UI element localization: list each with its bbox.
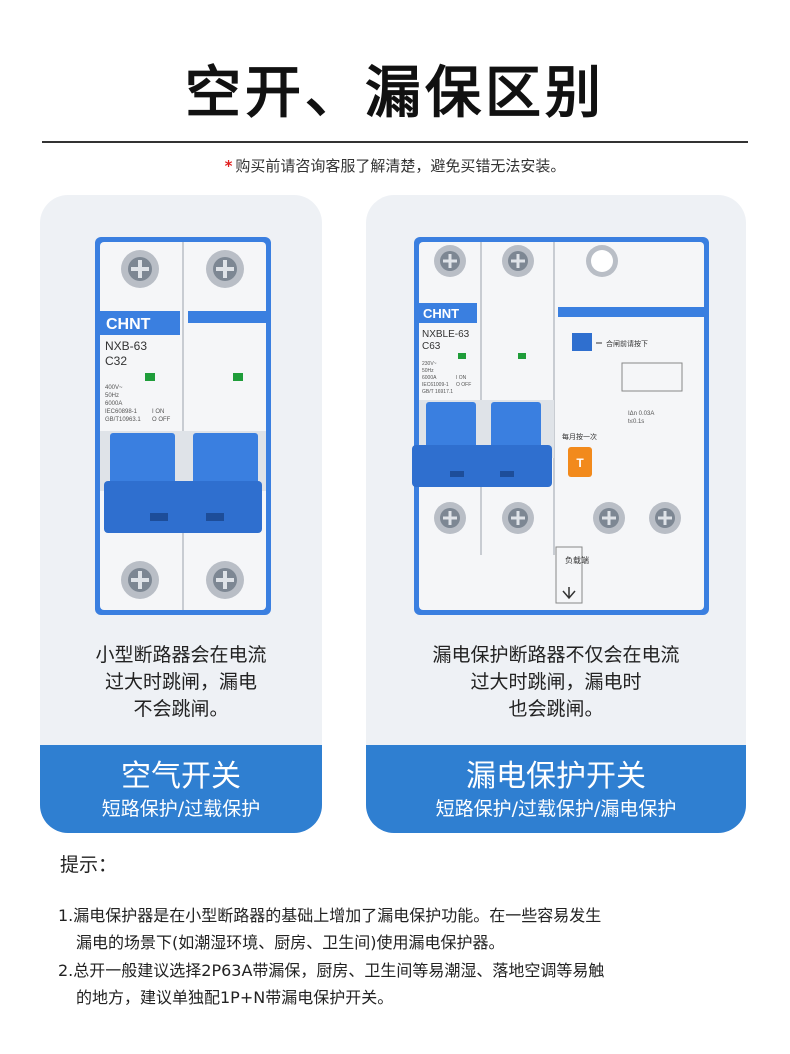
status-indicator [518, 353, 526, 359]
tip-item: 1.漏电保护器是在小型断路器的基础上增加了漏电保护功能。在一些容易发生 漏电的场… [58, 902, 748, 956]
tip-text: 1.漏电保护器是在小型断路器的基础上增加了漏电保护功能。在一些容易发生 [58, 906, 602, 925]
tip-text-cont: 的地方，建议单独配1P+N带漏电保护开关。 [76, 988, 394, 1007]
mcb-type-name: 空气开关 [121, 759, 241, 794]
card-mcb: CHNT NXB-63 C32 400V~ 50Hz 6000A IEC6089… [40, 195, 322, 833]
test-button-label: T [576, 456, 584, 470]
svg-text:O OFF: O OFF [456, 382, 471, 388]
screw-icon [121, 250, 159, 288]
screw-icon [434, 245, 466, 277]
svg-text:t≤0.1s: t≤0.1s [628, 419, 644, 425]
toggle-lever[interactable] [426, 402, 476, 452]
mcb-description: 小型断路器会在电流 过大时跳闸，漏电 不会跳闸。 [95, 644, 267, 720]
toggle-lever[interactable] [110, 433, 175, 493]
svg-text:6000A: 6000A [422, 375, 437, 381]
rcbo-description: 漏电保护断路器不仅会在电流 过大时跳闸，漏电时 也会跳闸。 [432, 644, 680, 720]
screw-icon [206, 561, 244, 599]
reset-note: 合闸前请按下 [606, 339, 648, 348]
mcb-illustration: CHNT NXB-63 C32 400V~ 50Hz 6000A IEC6089… [95, 237, 271, 615]
svg-text:GB/T 16917.1: GB/T 16917.1 [422, 389, 453, 395]
screw-icon [502, 502, 534, 534]
svg-text:50Hz: 50Hz [422, 368, 434, 374]
status-indicator [458, 353, 466, 359]
rcbo-illustration: CHNT NXBLE-63 C63 230V~ 50Hz 6000A IEC61… [412, 237, 709, 615]
svg-text:I ON: I ON [152, 409, 164, 415]
svg-text:IΔn 0.03A: IΔn 0.03A [628, 411, 654, 417]
screw-icon [434, 502, 466, 534]
screw-icon [206, 250, 244, 288]
screw-icon [593, 502, 625, 534]
rcbo-type-name: 漏电保护开关 [466, 759, 646, 794]
reset-button[interactable] [572, 333, 592, 351]
status-indicator [233, 373, 243, 381]
monthly-test-note: 每月按一次 [562, 432, 597, 441]
arrow-down-icon [562, 587, 576, 600]
rcbo-protection: 短路保护/过载保护/漏电保护 [435, 798, 677, 820]
svg-text:IEC61009-1: IEC61009-1 [422, 382, 449, 388]
mcb-product-image: CHNT NXB-63 C32 400V~ 50Hz 6000A IEC6089… [40, 195, 322, 625]
rcbo-product-image: CHNT NXBLE-63 C63 230V~ 50Hz 6000A IEC61… [366, 195, 746, 625]
status-indicator [145, 373, 155, 381]
tip-text: 2.总开一般建议选择2P63A带漏保，厨房、卫生间等易潮湿、落地空调等易触 [58, 961, 605, 980]
warning-star-icon: * [224, 157, 233, 175]
rating-label: C32 [105, 354, 127, 368]
svg-text:I ON: I ON [456, 375, 467, 381]
mcb-protection: 短路保护/过载保护 [101, 798, 261, 820]
svg-text:IEC60898-1: IEC60898-1 [105, 409, 138, 415]
svg-text:230V~: 230V~ [422, 361, 437, 367]
toggle-lever[interactable] [491, 402, 541, 452]
page-title: 空开、漏保区别 [185, 61, 605, 126]
rating-label: C63 [422, 341, 441, 352]
title-divider [42, 141, 748, 143]
tip-item: 2.总开一般建议选择2P63A带漏保，厨房、卫生间等易潮湿、落地空调等易触 的地… [58, 957, 748, 1011]
screw-icon [121, 561, 159, 599]
toggle-lever[interactable] [193, 433, 258, 493]
load-label: 负载端 [565, 555, 589, 565]
circuit-diagram [621, 362, 683, 392]
svg-text:6000A: 6000A [105, 401, 122, 407]
model-label: NXB-63 [105, 339, 147, 353]
notice-text: 购买前请咨询客服了解清楚，避免买错无法安装。 [235, 157, 566, 175]
brand-logo: CHNT [423, 306, 459, 321]
mcb-label-band: 空气开关 短路保护/过载保护 [40, 745, 322, 833]
tips-heading: 提示： [60, 854, 118, 876]
card-rcbo: CHNT NXBLE-63 C63 230V~ 50Hz 6000A IEC61… [366, 195, 746, 833]
test-button[interactable] [568, 447, 592, 477]
svg-text:400V~: 400V~ [105, 385, 123, 391]
tip-text-cont: 漏电的场景下(如潮湿环境、厨房、卫生间)使用漏电保护器。 [76, 933, 505, 952]
purchase-notice: *购买前请咨询客服了解清楚，避免买错无法安装。 [0, 155, 790, 176]
screw-icon [649, 502, 681, 534]
model-label: NXBLE-63 [422, 329, 470, 340]
screw-icon [502, 245, 534, 277]
svg-text:50Hz: 50Hz [105, 393, 119, 399]
brand-logo: CHNT [106, 316, 151, 333]
toggle-handle[interactable] [104, 481, 262, 533]
svg-text:GB/T10963.1: GB/T10963.1 [105, 417, 141, 423]
rcbo-label-band: 漏电保护开关 短路保护/过载保护/漏电保护 [366, 745, 746, 833]
svg-text:O OFF: O OFF [152, 417, 171, 423]
toggle-handle[interactable] [412, 445, 552, 487]
